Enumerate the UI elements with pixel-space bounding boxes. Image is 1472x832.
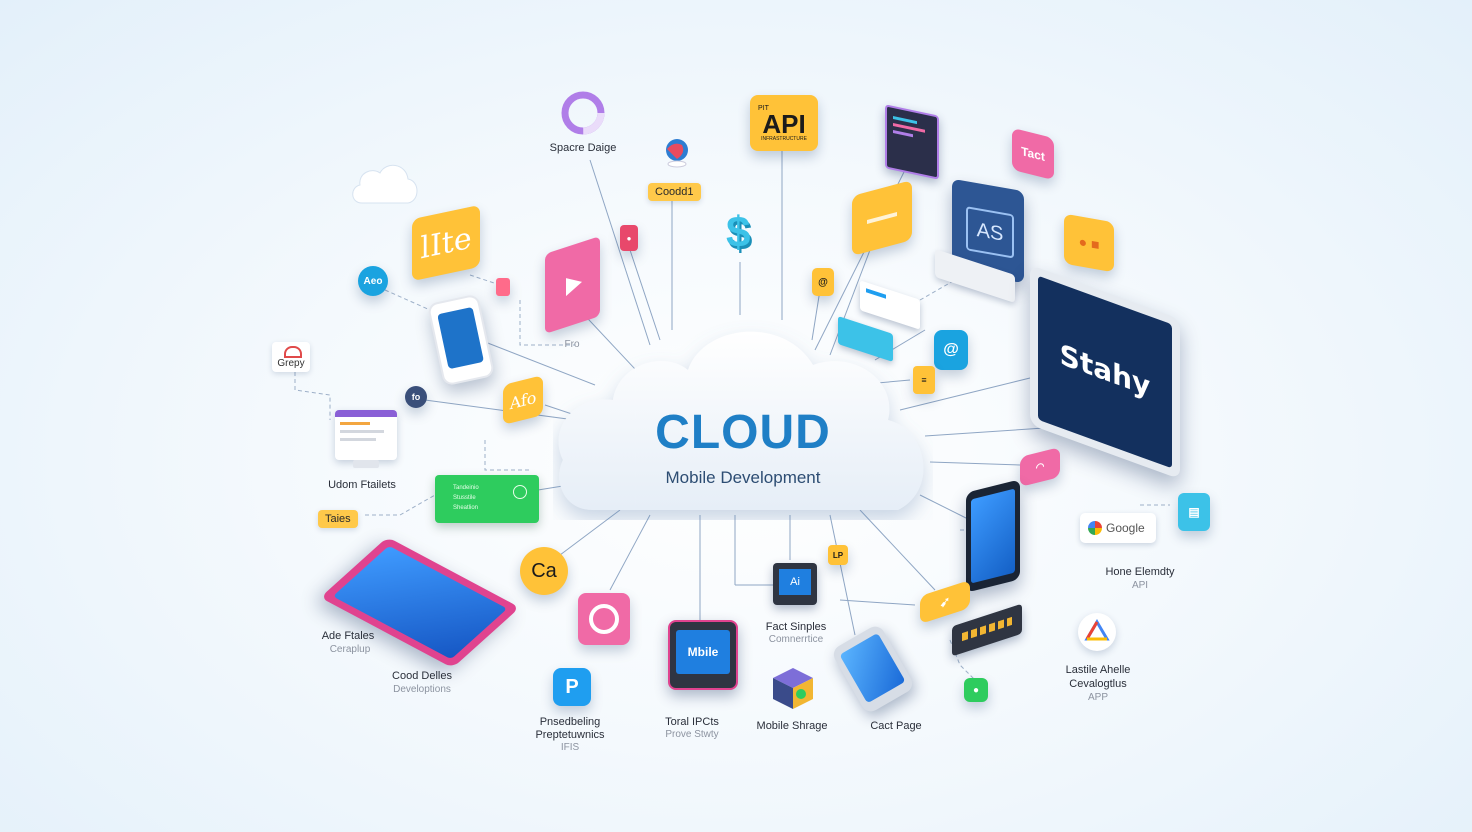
code-chip: Coodd1 [648, 183, 701, 201]
tiny-pink-icon [496, 278, 510, 296]
drive-logo-icon [1084, 619, 1110, 641]
chat-bubble-icon: ● ■ [1064, 213, 1114, 273]
record-tile-icon [578, 593, 630, 645]
p-badge: P [553, 668, 591, 706]
tablet-right-icon [966, 479, 1020, 593]
as-tile-label: AS [966, 206, 1014, 259]
api-tile-bottom: INFRASTRUCTURE [761, 135, 807, 142]
doc-small-icon: ≡ [913, 366, 935, 394]
cloud-subtitle: Mobile Development [665, 468, 821, 487]
central-cloud: CLOUD Mobile Development [553, 310, 933, 520]
cloud-title: CLOUD [655, 406, 831, 459]
ca-badge: Ca [520, 547, 568, 595]
dollar-icon: $ [726, 208, 751, 257]
cast-page-label: Cact Page [870, 720, 922, 732]
cood-delies-label: Cood Delles [392, 670, 452, 682]
total-sub-label: Prove Stwty [665, 729, 719, 740]
ae-badge: Aeo [358, 266, 388, 296]
grepy-card: Grepy [272, 342, 310, 372]
monitor-stand-icon [353, 460, 379, 468]
tales-chip: Taies [318, 510, 358, 528]
small-cloud-icon [352, 164, 418, 204]
green-panel: Tandeinio Stusstile Sheatlion [435, 475, 539, 523]
globe-icon [666, 139, 688, 168]
ai-tile-label: Ai [779, 569, 811, 595]
pre-label-2: Preptetuwnics [535, 729, 605, 741]
lastide-label-2: Cevalogtlus [1069, 678, 1127, 690]
lastide-label-1: Lastile Ahelle [1065, 664, 1131, 676]
f0-badge-icon: fo [405, 386, 427, 408]
green-line-2: Stusstile [453, 495, 476, 501]
pre-label-1: Pnsedbeling [539, 716, 601, 728]
green-line-1: Tandeinio [453, 485, 479, 491]
total-label: Toral IPCts [665, 716, 719, 728]
google-logo-icon [1088, 521, 1102, 535]
aae-sub-label: Ceraplup [329, 644, 371, 655]
play-book-icon [545, 236, 600, 334]
small-yellow-tile-icon: LP [828, 545, 848, 565]
mobile-device: Mbile [668, 620, 738, 690]
ring-icon [561, 91, 605, 135]
fact-sinples-label: Fact Sinples [765, 621, 827, 633]
lastide-sub-label: APP [1087, 692, 1109, 703]
udom-tablets-label: Udom Ftailets [328, 479, 396, 491]
api-tile: PIT API INFRASTRUCTURE [750, 95, 818, 151]
hone-elemity-label: Hone Elemdty [1105, 566, 1175, 578]
pre-sub-label: IFIS [560, 742, 580, 753]
at-badge-icon: @ [812, 268, 834, 296]
green-line-3: Sheatlion [453, 505, 479, 511]
green-panel-icon [513, 485, 527, 499]
space-design-label: Spacre Daige [549, 142, 617, 154]
api-tile-top: PIT [758, 104, 769, 112]
grepy-logo-icon [284, 346, 302, 358]
ai-device: Ai [773, 563, 817, 605]
green-chat-icon: ● [964, 678, 988, 702]
cloud-shape [558, 331, 924, 510]
api-tile-text: API [762, 108, 806, 139]
aae-tales-label: Ade Ftales [321, 630, 375, 642]
monitor-left-icon [335, 410, 397, 460]
drive-logo-card [1078, 613, 1116, 651]
cood-sub-label: Developtions [393, 684, 451, 695]
google-chip: Google [1080, 513, 1156, 543]
mobile-sharage-label: Mobile Shrage [756, 720, 828, 732]
fact-sub-label: Comnerrtice [768, 634, 824, 645]
mobile-screen-label: Mbile [676, 630, 730, 674]
pink-small-tile-icon: ● [620, 225, 638, 251]
dark-code-panel-icon [885, 104, 939, 180]
fifo-label: Fro [564, 339, 580, 350]
cube-icon [773, 668, 813, 709]
grepy-label: Grepy [277, 358, 305, 369]
google-label: Google [1106, 521, 1145, 535]
cyan-doc-icon: ▤ [1178, 493, 1210, 531]
at-circle-icon: @ [934, 330, 968, 370]
hone-sub-label: API [1131, 580, 1149, 591]
